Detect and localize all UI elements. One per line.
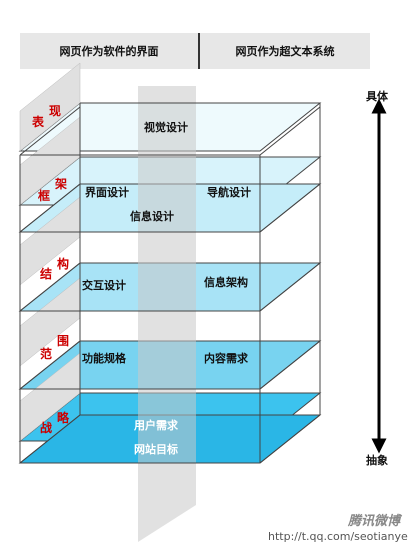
- frame-depth-right-4: [259, 414, 321, 464]
- divider-band: [138, 86, 196, 542]
- plane-label-char-2-0: 结: [40, 266, 52, 281]
- layer-label-1-1: 信息设计: [130, 209, 174, 223]
- plane-side-wall-0: [19, 62, 81, 152]
- plane-label-char-0-0: 表: [31, 114, 45, 129]
- frame-depth-left-3: [19, 340, 81, 390]
- layer-label-left-3-0: 功能规格: [82, 351, 127, 365]
- frame-depth-right-3: [259, 340, 321, 390]
- layer-label-left-2-0: 交互设计: [82, 278, 126, 292]
- layer-label-right-3-0: 内容需求: [204, 351, 249, 365]
- layer-label-right-1-0: 导航设计: [207, 185, 251, 199]
- plane-label-char-1-0: 框: [38, 188, 50, 203]
- frame-depth-left-4: [19, 414, 81, 464]
- watermark-url: http://t.qq.com/seotianye: [268, 530, 408, 543]
- plane-label-char-3-1: 围: [57, 333, 69, 348]
- plane-label-char-0-1: 现: [49, 104, 61, 118]
- layer-label-left-1-0: 界面设计: [85, 185, 129, 199]
- layer-label-4-0: 用户需求: [134, 418, 179, 432]
- header-hypertext-system: 网页作为超文本系统: [200, 33, 370, 69]
- frame-depth-left-0: [19, 106, 81, 156]
- layer-label-right-2-0: 信息架构: [204, 275, 248, 289]
- plane-label-char-4-0: 战: [40, 420, 52, 435]
- plane-label-char-3-0: 范: [40, 346, 52, 361]
- frame-depth-left-1: [19, 183, 81, 233]
- watermark-logo: 腾讯微博: [348, 514, 401, 529]
- plane-label-char-2-1: 构: [57, 256, 69, 271]
- layer-label-4-1: 网站目标: [134, 442, 178, 456]
- plane-label-char-4-1: 略: [57, 410, 70, 425]
- plane-label-char-1-1: 架: [54, 176, 67, 191]
- frame-depth-right-2: [259, 262, 321, 312]
- header-software-interface: 网页作为软件的界面: [20, 33, 198, 69]
- layer-label-0-0: 视觉设计: [144, 120, 188, 134]
- header-divider: [198, 33, 200, 69]
- frame-depth-left-2: [19, 262, 81, 312]
- frame-depth-right-0: [259, 106, 321, 156]
- axis-label-abstract: 抽象: [366, 454, 388, 467]
- axis-label-concrete: 具体: [366, 90, 388, 103]
- frame-depth-right-1: [259, 183, 321, 233]
